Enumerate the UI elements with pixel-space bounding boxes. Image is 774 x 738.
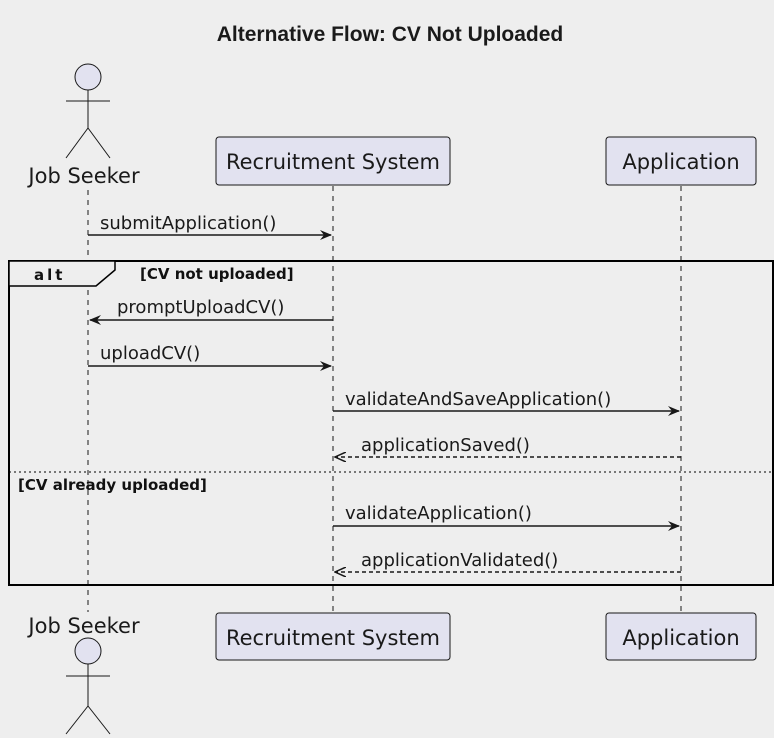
message-application-saved: applicationSaved() [335, 435, 681, 457]
actor-head-icon [74, 637, 102, 665]
message-application-validated: applicationValidated() [335, 550, 681, 572]
actor-job-seeker-bottom: Job Seeker [26, 614, 140, 735]
actor-label: Job Seeker [26, 164, 140, 188]
participant-label: Application [622, 626, 739, 650]
message-label: submitApplication() [100, 213, 276, 234]
participant-recruitment-system-top: Recruitment System [215, 136, 451, 186]
message-label: validateApplication() [345, 503, 532, 524]
actor-head-icon [74, 63, 102, 91]
participant-application-top: Application [605, 136, 757, 186]
participant-recruitment-system-bottom: Recruitment System [215, 612, 451, 661]
message-label: applicationValidated() [361, 550, 558, 571]
actor-job-seeker-top: Job Seeker [26, 63, 140, 188]
fragment-operator-tab [8, 260, 116, 287]
participant-application-bottom: Application [605, 612, 757, 661]
fragment-operator: alt [34, 266, 65, 284]
alt-fragment: alt [CV not uploaded] [CV already upload… [8, 260, 774, 586]
message-prompt-upload-cv: promptUploadCV() [89, 297, 333, 325]
message-label: promptUploadCV() [117, 297, 284, 318]
participant-label: Recruitment System [226, 150, 440, 174]
message-submit-application: submitApplication() [88, 213, 332, 240]
actor-label: Job Seeker [26, 614, 140, 638]
message-label: uploadCV() [100, 343, 200, 364]
message-label: applicationSaved() [361, 435, 530, 456]
fragment-guard-2: [CV already uploaded] [18, 476, 207, 494]
diagram-title: Alternative Flow: CV Not Uploaded [217, 23, 564, 46]
fragment-frame [8, 260, 774, 586]
message-validate-and-save: validateAndSaveApplication() [333, 389, 680, 416]
message-label: validateAndSaveApplication() [345, 389, 611, 410]
fragment-guard-1: [CV not uploaded] [140, 265, 294, 283]
participant-label: Application [622, 150, 739, 174]
participant-label: Recruitment System [226, 626, 440, 650]
message-upload-cv: uploadCV() [88, 343, 332, 371]
message-validate-application: validateApplication() [333, 503, 680, 531]
